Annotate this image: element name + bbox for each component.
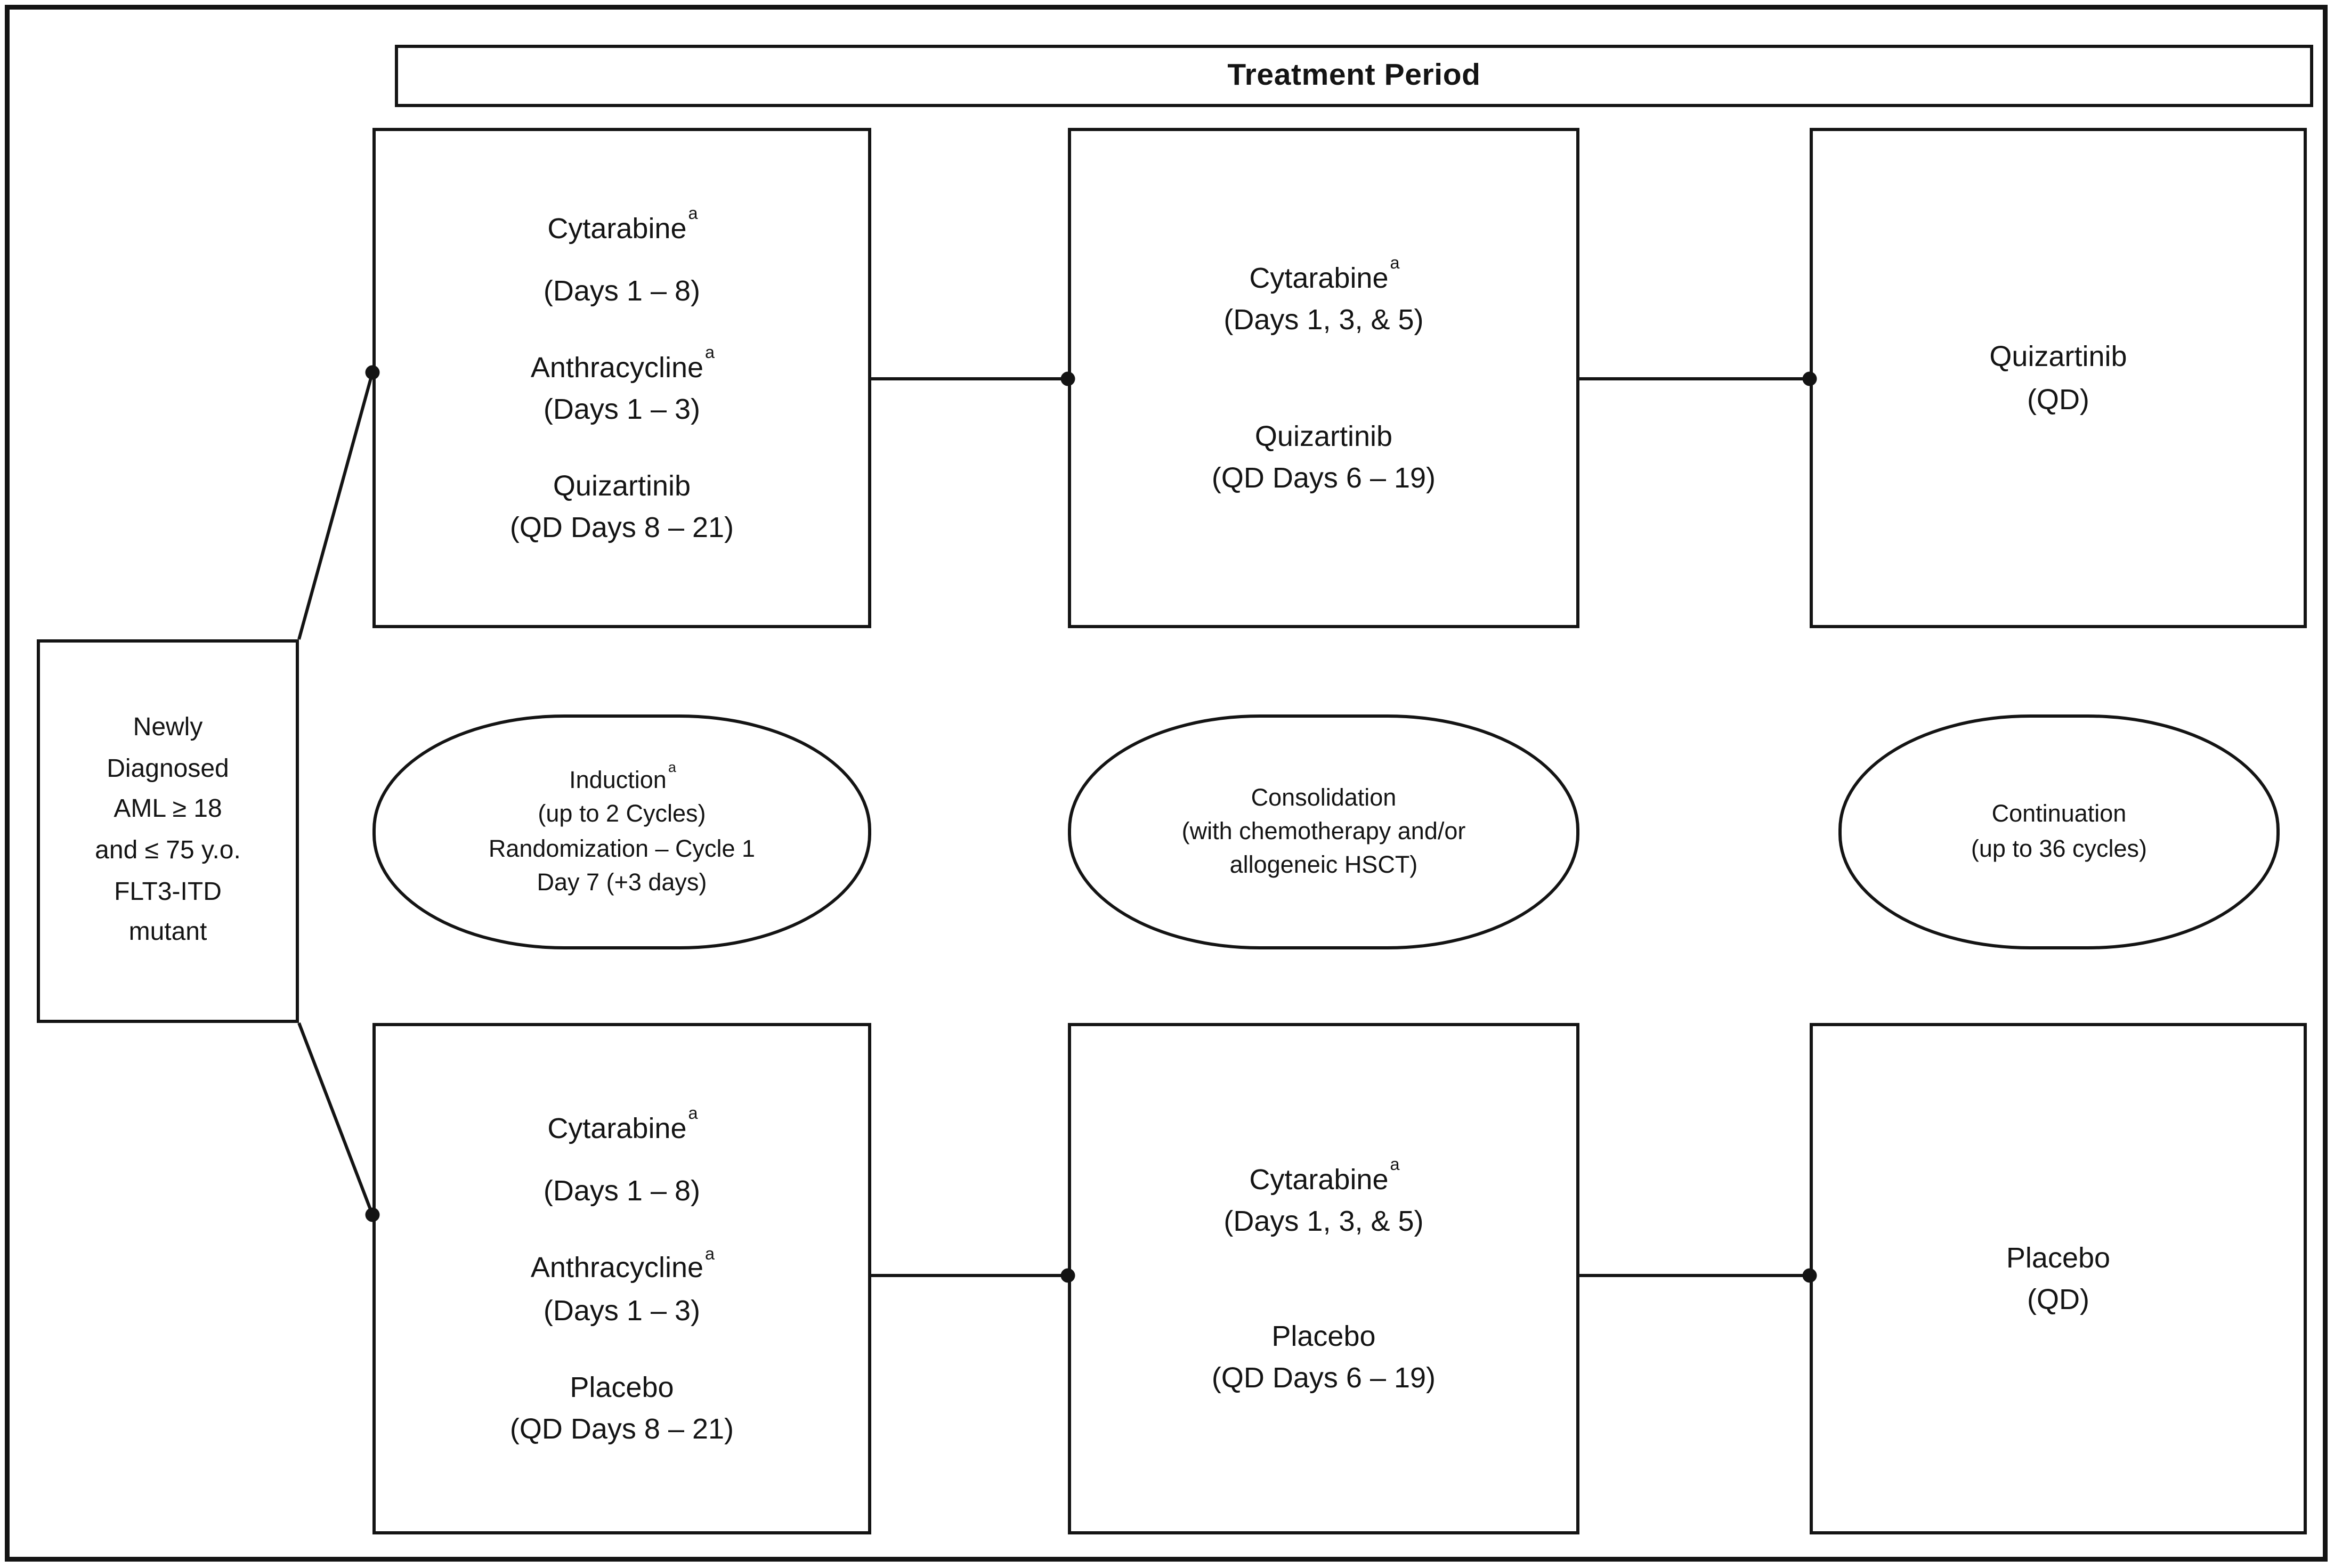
drug-schedule-group: Placebo (QD)	[2006, 1237, 2110, 1321]
text-line: (QD)	[2027, 1283, 2089, 1315]
text-line: Placebo	[2006, 1241, 2111, 1274]
drug-schedule-group: Placebo (QD Days 8 – 21)	[510, 1366, 734, 1450]
footnote-marker: a	[1390, 1155, 1400, 1175]
text-line: (Days 1, 3, & 5)	[1223, 1205, 1424, 1237]
footnote-marker: a	[688, 1105, 698, 1125]
continuation-phase-oval: Continuation (up to 36 cycles)	[1838, 714, 2280, 949]
text-line: (Days 1 – 3)	[543, 393, 701, 425]
text-line: Newly	[133, 714, 203, 742]
text-line: Placebo	[570, 1370, 674, 1403]
footnote-marker: a	[1390, 255, 1400, 274]
text-line: (QD)	[2027, 383, 2089, 415]
text-line: (with chemotherapy and/or	[1181, 818, 1466, 846]
footnote-marker: a	[688, 204, 698, 224]
drug-schedule-group: Quizartinib (QD Days 8 – 21)	[510, 465, 734, 549]
footnote-marker: a	[705, 1244, 715, 1264]
induction-phase-oval: Inductiona (up to 2 Cycles) Randomization …	[372, 714, 871, 949]
drug-schedule-group: Placebo (QD Days 6 – 19)	[1212, 1315, 1436, 1399]
text-line: (QD Days 8 – 21)	[509, 511, 734, 544]
drug-schedule-group: Quizartinib (QD Days 6 – 19)	[1212, 415, 1436, 499]
text-line: (QD Days 8 – 21)	[509, 1412, 734, 1445]
text-line: Randomization – Cycle 1	[488, 835, 756, 863]
text-line: Quizartinib	[1254, 419, 1393, 452]
text-line: and ≤ 75 y.o.	[95, 838, 241, 865]
drug-schedule-group: Quizartinib (QD)	[1989, 336, 2127, 420]
text-line: Diagnosed	[107, 755, 229, 783]
text-line: (QD Days 6 – 19)	[1211, 461, 1436, 493]
placebo-continuation-box: Placebo (QD)	[1810, 1023, 2307, 1534]
footnote-marker: a	[668, 759, 676, 775]
text-line: (QD Days 6 – 19)	[1211, 1362, 1436, 1394]
text-line: Day 7 (+3 days)	[537, 869, 707, 897]
treatment-period-header: Treatment Period	[395, 45, 2313, 107]
treatment-period-title: Treatment Period	[1227, 58, 1481, 92]
text-line: (Days 1, 3, & 5)	[1223, 304, 1424, 337]
consolidation-phase-oval: Consolidation (with chemotherapy and/or al…	[1068, 714, 1579, 949]
text-line: (Days 1 – 8)	[543, 1175, 701, 1207]
text-line: (Days 1 – 8)	[543, 274, 701, 307]
text-line: (up to 2 Cycles)	[538, 801, 706, 828]
text-line: Consolidation	[1251, 784, 1397, 811]
text-line: FLT3-ITD	[114, 878, 222, 906]
text-line: (Days 1 – 3)	[543, 1294, 701, 1326]
text-line: (up to 36 cycles)	[1971, 835, 2147, 863]
text-line: Placebo	[1271, 1320, 1376, 1352]
text-line: Quizartinib	[1989, 341, 2127, 373]
text-line: allogeneic HSCT)	[1229, 852, 1418, 880]
text-line: mutant	[128, 919, 207, 947]
footnote-marker: a	[705, 344, 715, 363]
text-line: Continuation	[1991, 801, 2127, 828]
text-line: Quizartinib	[553, 470, 691, 502]
text-line: Inductiona	[569, 759, 676, 794]
quizartinib-continuation-box: Quizartinib (QD)	[1810, 128, 2307, 628]
text-line: AML ≥ 18	[114, 797, 222, 824]
